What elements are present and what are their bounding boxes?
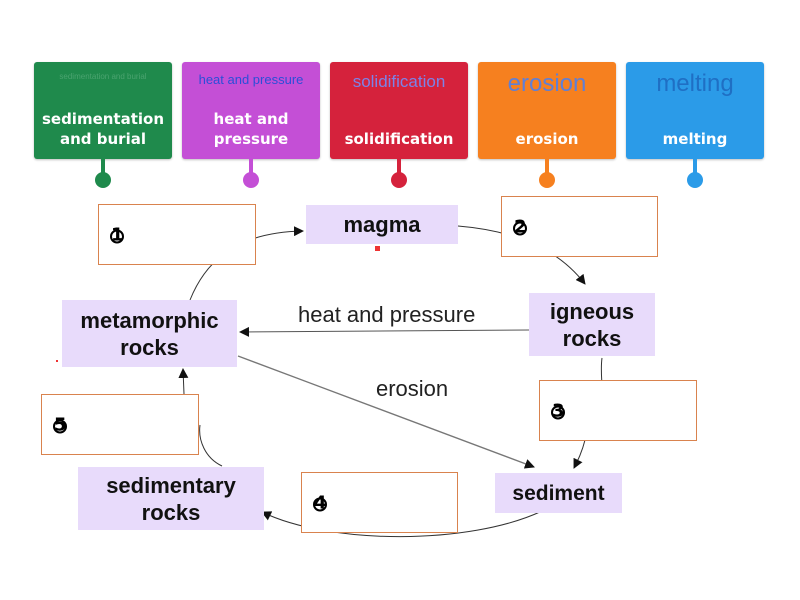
tile-pin-stem [693,159,697,173]
node-metamorphic-rocks: metamorphic rocks [62,300,237,367]
drop-slot-2[interactable]: 2 [501,196,658,257]
drop-slot-1[interactable]: 1 [98,204,256,265]
tile-pin-dot [391,172,407,188]
tile-small-label: sedimentation and burial [59,72,147,81]
slot-number: 3 [551,400,565,421]
drop-slot-3[interactable]: 3 [539,380,697,441]
tile-pin-dot [687,172,703,188]
arrow-metamorphic-to-sediment [237,355,535,469]
tile-big-label: melting [662,130,728,148]
arrow-sediment-to-sedimentary [261,510,543,538]
edge-label-heat-and-pressure: heat and pressure [298,302,476,327]
tile-erosion[interactable]: erosion erosion [478,62,616,159]
arrow-sedimentary-to-metamorphic [183,369,223,467]
node-sedimentary-rocks: sedimentary rocks [78,467,264,530]
tile-small-label: melting [656,70,734,97]
tile-pin-stem [545,159,549,173]
tile-solidification[interactable]: solidification solidification [330,62,468,159]
tile-pin-stem [101,159,105,173]
slot-number: 2 [513,216,527,237]
arrow-igneous-to-metamorphic [239,326,530,337]
red-dot-marker [56,360,58,362]
slot-number: 4 [313,492,327,513]
tile-small-label: solidification [352,72,446,91]
tile-big-label: sedimentation and burial [41,110,165,148]
slot-number: 5 [53,414,67,435]
tile-big-label: heat and pressure [213,110,289,148]
tile-big-label: solidification [344,130,454,148]
red-dot-marker [375,246,380,251]
tile-pin-dot [539,172,555,188]
node-sediment: sediment [495,473,622,513]
node-magma: magma [306,205,458,244]
node-igneous-rocks: igneous rocks [529,293,655,356]
slot-number: 1 [110,224,124,245]
tile-sedimentation-and-burial[interactable]: sedimentation and burial sedimentation a… [34,62,172,159]
tile-pin-stem [397,159,401,173]
tile-big-label: erosion [515,130,579,148]
tile-small-label: erosion [507,70,587,97]
tile-pin-dot [243,172,259,188]
drop-slot-5[interactable]: 5 [41,394,199,455]
drop-slot-4[interactable]: 4 [301,472,458,533]
edge-label-erosion: erosion [376,376,449,401]
tile-heat-and-pressure[interactable]: heat and pressure heat and pressure [182,62,320,159]
tile-small-label: heat and pressure [198,72,304,87]
tile-pin-dot [95,172,111,188]
tile-pin-stem [249,159,253,173]
tile-melting[interactable]: melting melting [626,62,764,159]
